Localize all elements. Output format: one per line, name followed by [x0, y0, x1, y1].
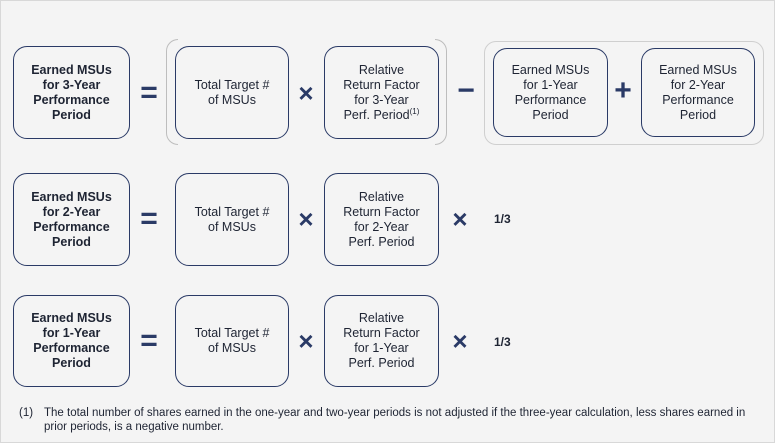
fraction-row3: 1/3	[494, 335, 511, 349]
relative-return-factor-3yr-label: Relative Return Factor for 3-Year Perf. …	[343, 62, 420, 122]
total-target-label-row2: Total Target # of MSUs	[194, 204, 270, 234]
earned-msus-2yr-box: Earned MSUs for 2-Year Performance Perio…	[641, 48, 755, 137]
earned-msus-2yr-result-box: Earned MSUs for 2-Year Performance Perio…	[13, 173, 130, 266]
relative-return-factor-2yr-label: Relative Return Factor for 2-Year Perf. …	[343, 189, 420, 249]
times-sign-row3: ×	[298, 325, 314, 356]
earned-msus-1yr-box: Earned MSUs for 1-Year Performance Perio…	[493, 48, 608, 137]
earned-msus-3yr-label: Earned MSUs for 3-Year Performance Perio…	[31, 62, 112, 122]
footnote-number: (1)	[19, 407, 34, 419]
equals-sign-row1: =	[140, 76, 158, 109]
times-sign-row2-b: ×	[452, 203, 468, 234]
footnote-text: The total number of shares earned in the…	[44, 407, 746, 433]
relative-return-factor-1yr-label: Relative Return Factor for 1-Year Perf. …	[343, 311, 420, 370]
minus-sign-row1: −	[457, 74, 475, 107]
earned-msus-1yr-result-label: Earned MSUs for 1-Year Performance Perio…	[31, 311, 112, 370]
close-bracket-row1	[435, 39, 447, 145]
times-sign-row3-b: ×	[452, 325, 468, 356]
times-sign-row1: ×	[298, 77, 314, 108]
equals-sign-row3: =	[140, 324, 158, 357]
relative-return-factor-3yr-box: Relative Return Factor for 3-Year Perf. …	[324, 46, 439, 139]
footnote-marker: (1)	[409, 106, 420, 116]
relative-return-factor-1yr-box: Relative Return Factor for 1-Year Perf. …	[324, 295, 439, 387]
total-target-box-row3: Total Target # of MSUs	[175, 295, 289, 387]
total-target-box-row2: Total Target # of MSUs	[175, 173, 289, 266]
earned-msus-3yr-box: Earned MSUs for 3-Year Performance Perio…	[13, 46, 130, 139]
total-target-label-row3: Total Target # of MSUs	[194, 326, 270, 355]
times-sign-row2: ×	[298, 203, 314, 234]
prior-periods-group	[484, 41, 764, 145]
earned-msus-1yr-result-box: Earned MSUs for 1-Year Performance Perio…	[13, 295, 130, 387]
relative-return-factor-2yr-box: Relative Return Factor for 2-Year Perf. …	[324, 173, 439, 266]
earned-msus-2yr-result-label: Earned MSUs for 2-Year Performance Perio…	[31, 189, 112, 249]
plus-sign-row1: +	[614, 74, 632, 107]
earned-msus-2yr-label: Earned MSUs for 2-Year Performance Perio…	[659, 62, 737, 122]
total-target-box-row1: Total Target # of MSUs	[175, 46, 289, 139]
equals-sign-row2: =	[140, 202, 158, 235]
earned-msus-1yr-label: Earned MSUs for 1-Year Performance Perio…	[511, 62, 590, 122]
fraction-row2: 1/3	[494, 212, 511, 226]
total-target-label-row1: Total Target # of MSUs	[194, 77, 270, 107]
